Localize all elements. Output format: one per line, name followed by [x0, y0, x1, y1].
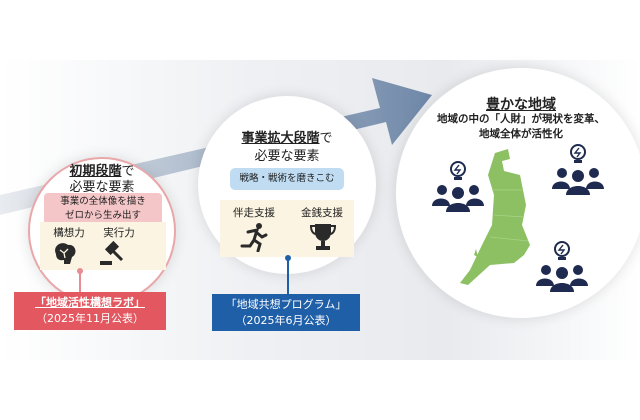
- connector-line: [287, 259, 289, 294]
- goal-title: 豊かな地域: [486, 97, 556, 113]
- connector-line: [79, 272, 81, 292]
- item-label: 伴走支援: [233, 207, 275, 219]
- stage1-description: 事業の全体像を描きゼロから生み出す: [44, 193, 162, 225]
- stage1-title: 初期段階で: [69, 164, 135, 179]
- brain-icon: [55, 243, 76, 264]
- regional-co-creation-program-tag[interactable]: 「地域共想プログラム」（2025年6月公表）: [212, 294, 360, 331]
- item-label: 実行力: [103, 227, 135, 239]
- stage2-subtitle: 必要な要素: [254, 149, 320, 164]
- goal-line2: 地域全体が活性化: [479, 128, 563, 140]
- people-idea-icon: [535, 241, 589, 293]
- item-label: 金銭支援: [301, 207, 343, 219]
- item-label: 構想力: [53, 227, 85, 239]
- goal-line1: 地域の中の「人財」が現状を変革、: [437, 113, 605, 125]
- local-vitalization-lab-tag[interactable]: 「地域活性構想ラボ」（2025年11月公表）: [14, 292, 166, 330]
- runner-icon: [240, 223, 268, 252]
- people-idea-icon: [551, 144, 605, 196]
- connector-dot: [285, 255, 291, 261]
- tohoku-map: [460, 149, 530, 285]
- people-idea-icon: [431, 161, 485, 213]
- trophy-icon: [310, 224, 336, 250]
- gavel-icon: [100, 240, 124, 265]
- stage2-title: 事業拡大段階で: [241, 131, 333, 146]
- connector-dot: [77, 268, 83, 274]
- stage1-subtitle: 必要な要素: [69, 180, 135, 195]
- stage2-description: 戦略・戦術を磨きこむ: [230, 168, 344, 190]
